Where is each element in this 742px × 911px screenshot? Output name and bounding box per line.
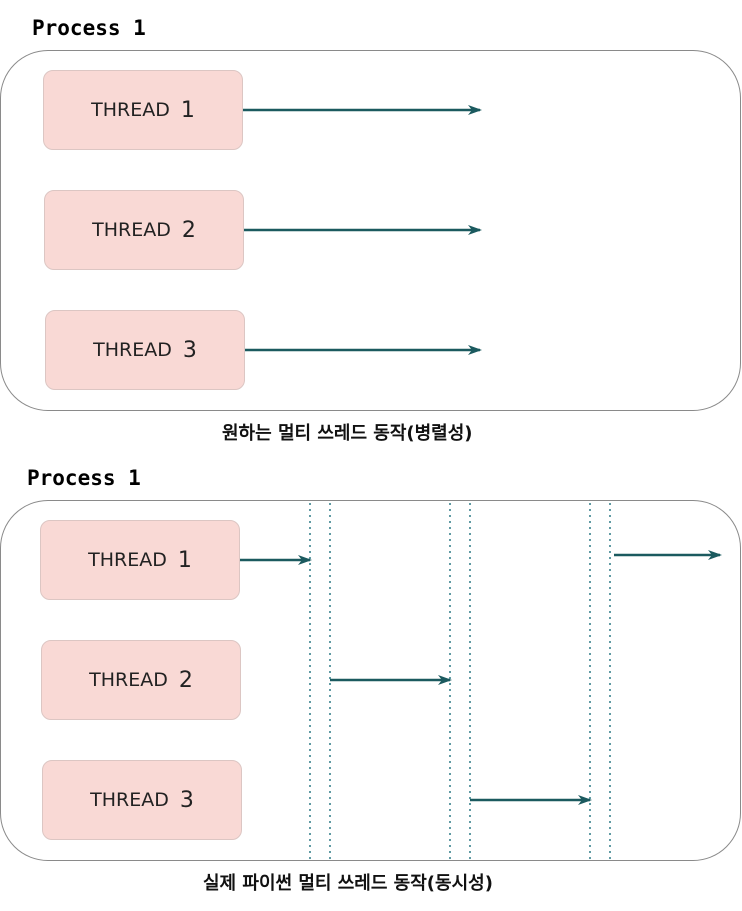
thread-number: 2 [178, 667, 193, 693]
thread-label: THREAD [90, 789, 169, 811]
thread-label: THREAD [88, 549, 167, 571]
parallel-thread-3-box: THREAD 3 [45, 310, 245, 390]
parallel-process-label: Process 1 [32, 16, 146, 40]
thread-label: THREAD [89, 669, 168, 691]
thread-label: THREAD [92, 219, 171, 241]
thread-label: THREAD [93, 339, 172, 361]
concurrent-thread-3-box: THREAD 3 [42, 760, 242, 840]
thread-number: 2 [181, 217, 196, 243]
thread-number: 1 [177, 547, 192, 573]
concurrent-thread-1-box: THREAD 1 [40, 520, 240, 600]
thread-number: 3 [179, 787, 194, 813]
parallel-caption: 원하는 멀티 쓰레드 동작(병렬성) [222, 423, 473, 444]
concurrent-caption: 실제 파이썬 멀티 쓰레드 동작(동시성) [203, 873, 493, 894]
concurrent-process-label: Process 1 [27, 466, 141, 490]
thread-number: 1 [180, 97, 195, 123]
concurrent-thread-2-box: THREAD 2 [41, 640, 241, 720]
thread-number: 3 [182, 337, 197, 363]
parallel-thread-1-box: THREAD 1 [43, 70, 243, 150]
thread-label: THREAD [91, 99, 170, 121]
parallel-thread-2-box: THREAD 2 [44, 190, 244, 270]
